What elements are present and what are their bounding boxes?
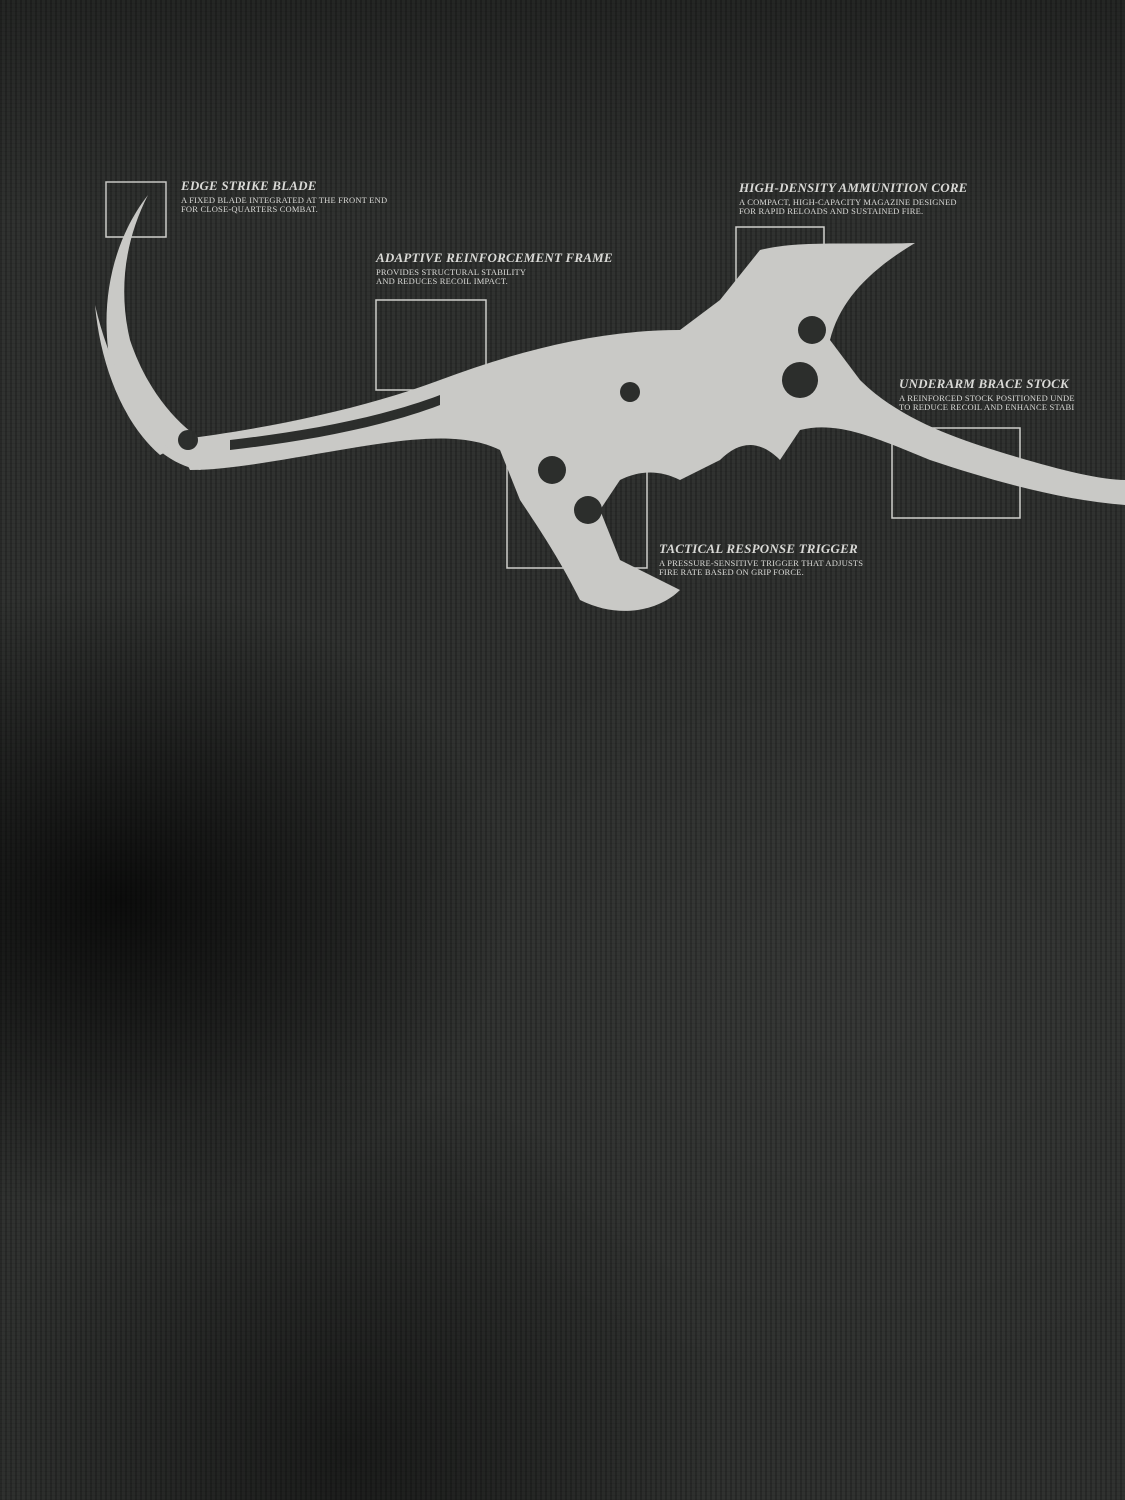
callout-edge-strike-blade: EDGE STRIKE BLADE A FIXED BLADE INTEGRAT… [181, 178, 387, 214]
callout-line: TO REDUCE RECOIL AND ENHANCE STABI [899, 402, 1075, 412]
callout-underarm-brace-stock: UNDERARM BRACE STOCK A REINFORCED STOCK … [899, 376, 1075, 412]
callout-title: ADAPTIVE REINFORCEMENT FRAME [376, 250, 613, 265]
callout-tactical-response-trigger: TACTICAL RESPONSE TRIGGER A PRESSURE-SEN… [659, 541, 863, 577]
callout-line: A FIXED BLADE INTEGRATED AT THE FRONT EN… [181, 195, 388, 205]
callout-title: EDGE STRIKE BLADE [181, 178, 317, 193]
callout-high-density-ammunition-core: HIGH-DENSITY AMMUNITION CORE A COMPACT, … [739, 180, 968, 216]
callout-line: A REINFORCED STOCK POSITIONED UNDE [899, 393, 1075, 403]
callout-line: FIRE RATE BASED ON GRIP FORCE. [659, 567, 805, 577]
callout-title: UNDERARM BRACE STOCK [899, 376, 1069, 391]
callout-line: A PRESSURE-SENSITIVE TRIGGER THAT ADJUST… [659, 558, 864, 568]
callout-line: FOR RAPID RELOADS AND SUSTAINED FIRE. [739, 206, 924, 216]
callout-title: TACTICAL RESPONSE TRIGGER [659, 541, 858, 556]
callout-line: PROVIDES STRUCTURAL STABILITY [376, 267, 527, 277]
callout-line: AND REDUCES RECOIL IMPACT. [376, 276, 508, 286]
callout-adaptive-reinforcement-frame: ADAPTIVE REINFORCEMENT FRAME PROVIDES ST… [376, 250, 613, 286]
callout-line: FOR CLOSE-QUARTERS COMBAT. [181, 204, 319, 214]
callout-line: A COMPACT, HIGH-CAPACITY MAGAZINE DESIGN… [739, 197, 957, 207]
callout-title: HIGH-DENSITY AMMUNITION CORE [739, 180, 968, 195]
